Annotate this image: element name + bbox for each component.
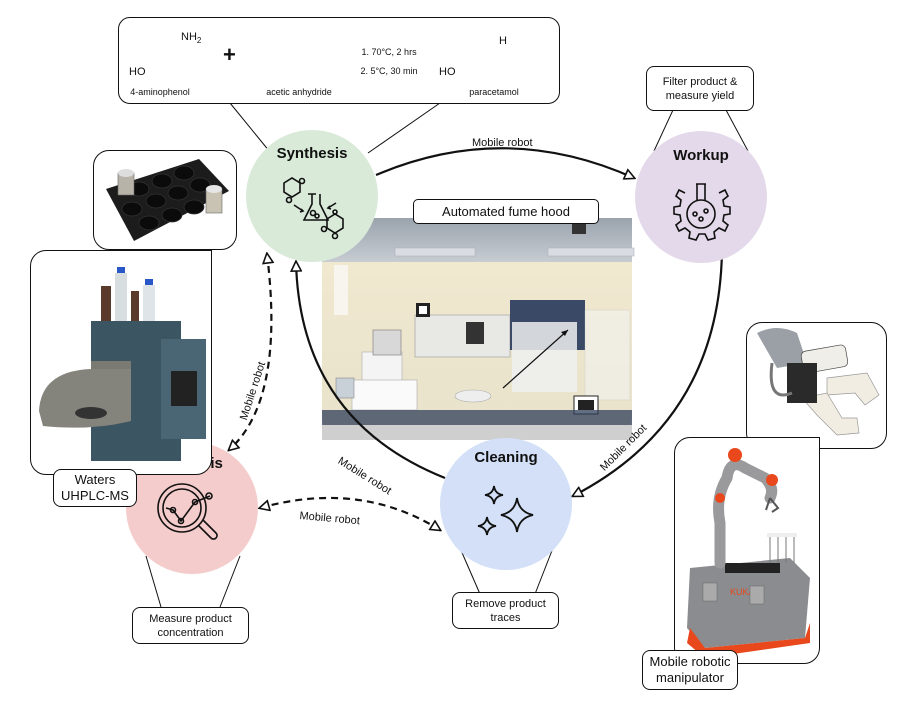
robot-label-line1: Mobile robotic bbox=[649, 654, 731, 669]
edge-synthesis-analysis bbox=[229, 254, 271, 450]
cleaning-note-connector-right bbox=[534, 547, 554, 595]
reaction-connector-left bbox=[229, 102, 271, 153]
kuka-logo-text: KUKA bbox=[730, 587, 755, 597]
fume-hood-photo bbox=[322, 218, 635, 440]
cleaning-circle bbox=[440, 438, 572, 570]
sparkles-icon bbox=[477, 485, 534, 536]
analysis-circle bbox=[126, 442, 258, 574]
analysis-note-line2: concentration bbox=[157, 626, 224, 639]
edge-label-synthesis-workup: Mobile robot bbox=[472, 137, 533, 149]
cleaning-note-line2: traces bbox=[490, 611, 521, 624]
ho-label-reactant: HO bbox=[129, 66, 146, 78]
workup-note-line2: measure yield bbox=[665, 89, 735, 102]
edge-analysis-cleaning bbox=[260, 496, 440, 530]
kuka-robot-photo: KUKA bbox=[674, 437, 820, 664]
flask-reaction-icon bbox=[283, 177, 344, 240]
fume-hood-label: Automated fume hood bbox=[413, 199, 599, 224]
edge-workup-cleaning bbox=[573, 248, 724, 496]
condition-2: 2. 5°C, 30 min bbox=[360, 66, 418, 76]
edge-cleaning-synthesis bbox=[296, 262, 446, 480]
edge-synthesis-workup bbox=[375, 147, 634, 178]
cleaning-note-line1: Remove product bbox=[465, 597, 546, 610]
cleaning-note-connector-left bbox=[459, 547, 481, 595]
plus-sign: + bbox=[223, 42, 236, 67]
reaction-connector-right bbox=[367, 102, 441, 154]
ho-label-product: HO bbox=[439, 66, 456, 78]
analysis-note-connector-left bbox=[145, 555, 162, 608]
reactant1-name: 4-aminophenol bbox=[130, 87, 190, 97]
magnifier-chart-icon bbox=[157, 483, 218, 540]
reactant2-name: acetic anhydride bbox=[266, 87, 332, 97]
analysis-note-connector-right bbox=[219, 555, 241, 608]
nh2-label: NH2 bbox=[181, 31, 202, 46]
workup-circle bbox=[635, 131, 767, 263]
robot-illustration: KUKA bbox=[687, 448, 810, 658]
analysis-note-line1: Measure product bbox=[149, 612, 232, 625]
synthesis-title: Synthesis bbox=[276, 145, 348, 162]
waters-label-line1: Waters bbox=[74, 472, 116, 487]
waters-label-line2: UHPLC-MS bbox=[61, 488, 129, 503]
workup-title: Workup bbox=[673, 147, 729, 164]
gripper-photo bbox=[746, 322, 887, 449]
gear-flask-icon bbox=[673, 183, 731, 241]
product-name: paracetamol bbox=[469, 87, 519, 97]
workup-note: Filter product &measure yield bbox=[646, 66, 754, 111]
reaction-box: NH2 HO 4-aminophenol + acetic anhydride … bbox=[118, 17, 560, 104]
vial-rack-illustration bbox=[106, 159, 229, 241]
nh-label: H bbox=[499, 35, 507, 47]
gripper-illustration bbox=[757, 328, 880, 436]
workup-note-line1: Filter product & bbox=[662, 75, 738, 88]
uhplc-illustration bbox=[39, 267, 206, 461]
workup-note-connector-left bbox=[653, 109, 674, 152]
uhplc-ms-photo bbox=[30, 250, 212, 475]
cleaning-title: Cleaning bbox=[474, 449, 538, 466]
vial-rack-photo bbox=[93, 150, 237, 250]
condition-1: 1. 70°C, 2 hrs bbox=[361, 47, 417, 57]
workup-note-connector-right bbox=[725, 109, 749, 152]
robot-label-line2: manipulator bbox=[656, 670, 724, 685]
